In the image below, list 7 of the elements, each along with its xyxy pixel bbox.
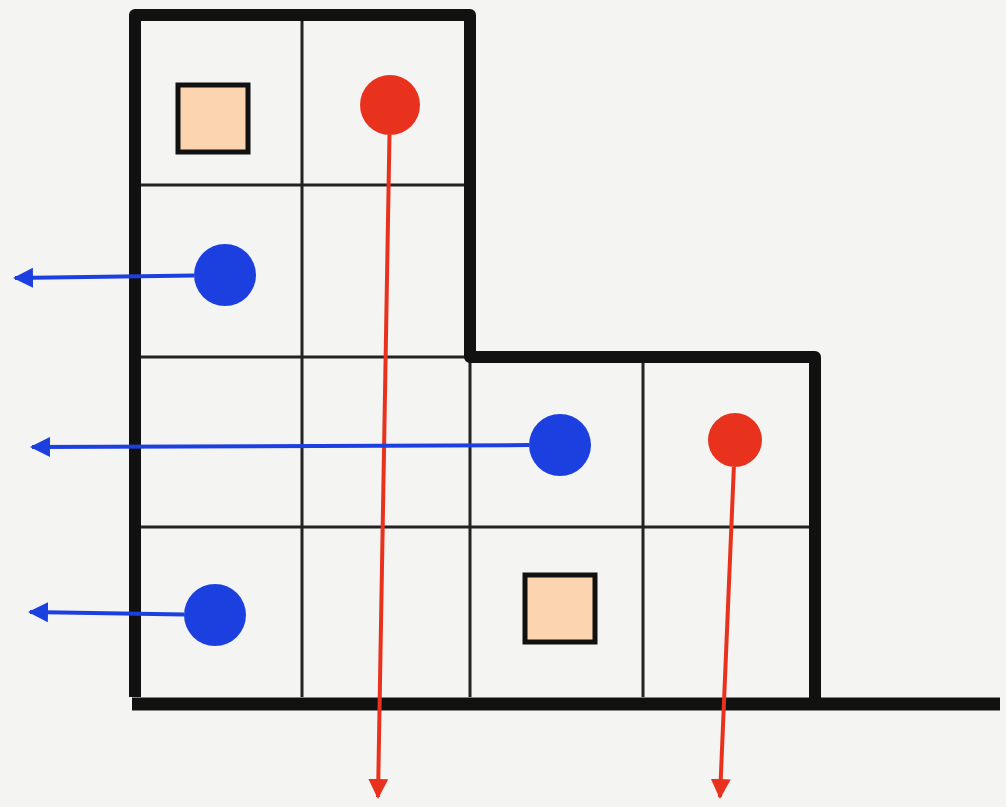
- dot: [360, 75, 420, 135]
- arrow: [368, 134, 392, 799]
- arrow: [710, 466, 736, 799]
- dot: [708, 413, 762, 467]
- arrow: [30, 436, 529, 457]
- arrow: [28, 602, 185, 623]
- arrow: [13, 267, 195, 288]
